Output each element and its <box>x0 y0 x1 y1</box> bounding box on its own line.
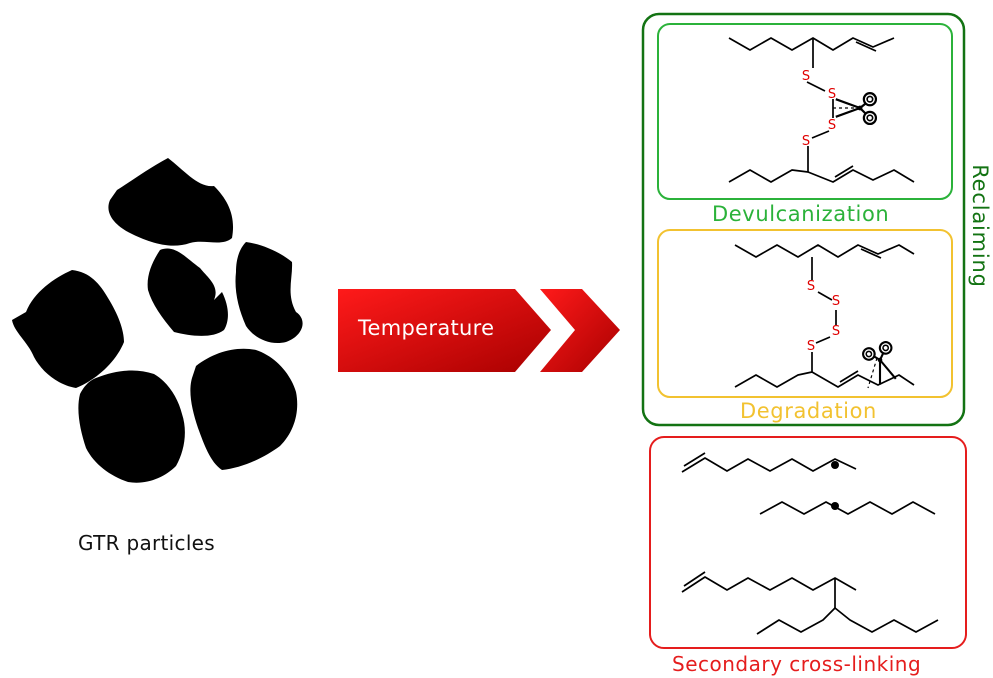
gtr-particles-label: GTR particles <box>78 531 216 555</box>
devulcanization-box <box>657 23 953 200</box>
sulfur-atom: S <box>828 87 836 102</box>
temperature-arrow <box>338 289 620 372</box>
degradation-molecule <box>734 244 915 388</box>
degradation-label: Degradation <box>740 399 877 423</box>
radical-dot-icon <box>831 502 839 510</box>
devulcanization-molecule <box>728 37 915 183</box>
arrow-chevron <box>540 289 620 372</box>
sulfur-atom: S <box>802 134 810 149</box>
arrow-body <box>338 289 551 372</box>
temperature-label: Temperature <box>358 316 495 340</box>
reclaiming-label: Reclaiming <box>968 164 992 288</box>
particle <box>12 270 124 388</box>
reclaiming-box <box>641 12 966 427</box>
sulfur-atom: S <box>828 118 836 133</box>
crosslinking-molecules <box>681 452 939 635</box>
particle <box>108 158 234 246</box>
sulfur-atom: S <box>832 294 840 309</box>
gtr-particles <box>12 158 303 483</box>
sulfur-atom: S <box>802 69 810 84</box>
sulfur-atom: S <box>832 324 840 339</box>
particle <box>235 242 303 344</box>
cut-line <box>867 357 878 389</box>
crosslinking-box <box>649 436 967 649</box>
radical-dot-icons <box>831 461 839 510</box>
secondary-crosslinking-label: Secondary cross-linking <box>672 652 922 676</box>
particle <box>190 348 298 470</box>
devulcanization-sulfur: S S S S <box>802 69 836 149</box>
devulcanization-label: Devulcanization <box>712 202 890 226</box>
particle <box>147 248 228 336</box>
sulfur-atom: S <box>807 279 815 294</box>
degradation-sulfur: S S S S <box>807 279 840 354</box>
degradation-box <box>657 229 953 398</box>
sulfur-atom: S <box>807 339 815 354</box>
particle <box>78 370 185 483</box>
radical-dot-icon <box>831 461 839 469</box>
